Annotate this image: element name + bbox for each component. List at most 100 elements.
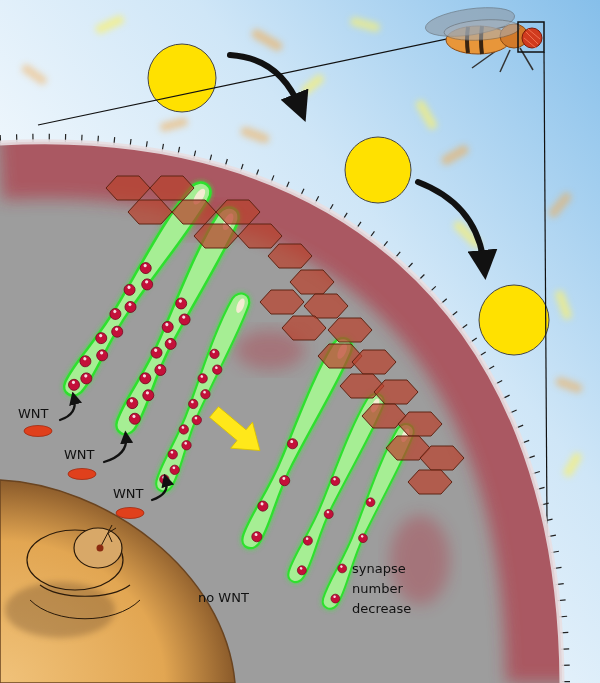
pigment-band <box>0 159 546 683</box>
signal-arrow <box>60 398 75 420</box>
brain <box>74 528 122 568</box>
ommatidium <box>352 350 396 374</box>
fly <box>524 29 540 48</box>
synapse <box>163 337 178 352</box>
light-glints <box>20 63 48 86</box>
synapse <box>286 437 299 450</box>
ommatidium <box>172 200 216 224</box>
synapse <box>169 464 181 476</box>
synapse <box>357 532 369 544</box>
wnt-ligand <box>24 426 52 437</box>
synapse <box>94 331 109 346</box>
wnt-ligand <box>24 426 144 519</box>
synapse <box>160 320 175 335</box>
ommatidium <box>268 244 312 268</box>
ommatidium <box>328 318 372 342</box>
ommatidium <box>304 294 348 318</box>
signal-label: WNT <box>64 445 95 465</box>
wnt-ligand <box>68 469 96 480</box>
ommatidium <box>282 316 326 340</box>
zoom-line <box>38 24 518 125</box>
synapse <box>365 496 377 508</box>
synapse <box>191 414 203 426</box>
synapse <box>180 439 192 451</box>
synapse <box>296 564 308 576</box>
synapse <box>125 396 140 411</box>
synapse <box>329 475 341 487</box>
ommatidium <box>290 270 334 294</box>
synapse <box>278 474 291 487</box>
ommatidium <box>260 290 304 314</box>
synapse <box>79 371 94 386</box>
ommatidium <box>194 224 238 248</box>
synapse <box>290 475 348 577</box>
signal-arrow <box>152 480 167 500</box>
synapse <box>174 296 189 311</box>
photoreceptor-cell <box>153 290 252 495</box>
light-glints <box>159 117 188 133</box>
synapse <box>138 260 153 275</box>
retina-edge <box>0 142 562 683</box>
synapse <box>243 437 306 545</box>
ommatidium <box>238 224 282 248</box>
light-glints <box>562 451 583 478</box>
signal-arrow <box>104 437 126 462</box>
synapse <box>138 371 153 386</box>
synapse <box>197 372 209 384</box>
synapse <box>208 348 220 360</box>
light-arrow <box>418 182 484 265</box>
brain <box>100 525 116 548</box>
light-arrow <box>230 55 300 108</box>
brain <box>30 600 140 619</box>
synapse <box>95 348 110 363</box>
brain <box>97 545 104 552</box>
effect-note: synapse number decrease <box>352 559 411 619</box>
condition-label: no WNT <box>198 588 249 608</box>
change-arrow <box>203 399 271 464</box>
ommatidium <box>398 412 442 436</box>
light-source <box>148 44 216 112</box>
light-source <box>479 285 549 355</box>
synapse <box>122 282 137 297</box>
ommatidium <box>106 176 150 200</box>
synapse <box>78 354 93 369</box>
light-glints <box>239 125 271 145</box>
brain <box>40 585 130 596</box>
ommatidium <box>106 176 464 494</box>
fly <box>522 28 542 48</box>
photoreceptor-cell <box>60 177 417 613</box>
synapse <box>149 345 164 360</box>
signal-arrow <box>60 398 167 500</box>
synapse <box>199 388 211 400</box>
ommatidium <box>374 380 418 404</box>
light-glints <box>440 143 471 167</box>
synapse <box>108 306 123 321</box>
synapse <box>63 259 383 605</box>
synapse <box>153 363 168 378</box>
synapse <box>323 508 335 520</box>
brain <box>0 480 235 683</box>
ommatidium <box>420 446 464 470</box>
synapse <box>187 398 199 410</box>
pigment-band <box>0 159 546 683</box>
signal-label: WNT <box>18 404 49 424</box>
ommatidium <box>408 470 452 494</box>
synapse <box>302 535 314 547</box>
light-glints <box>415 99 439 131</box>
light-source <box>345 137 411 203</box>
light-glints <box>349 16 380 32</box>
ommatidium <box>216 200 260 224</box>
light-glints <box>554 289 573 320</box>
fly <box>424 3 544 72</box>
ommatidium <box>128 200 172 224</box>
synapse <box>256 499 269 512</box>
ommatidium <box>150 176 194 200</box>
light-glints <box>94 14 125 35</box>
synapse <box>330 593 342 605</box>
light-glints <box>554 376 584 395</box>
retina-hairs <box>0 142 562 683</box>
synapse <box>123 299 138 314</box>
